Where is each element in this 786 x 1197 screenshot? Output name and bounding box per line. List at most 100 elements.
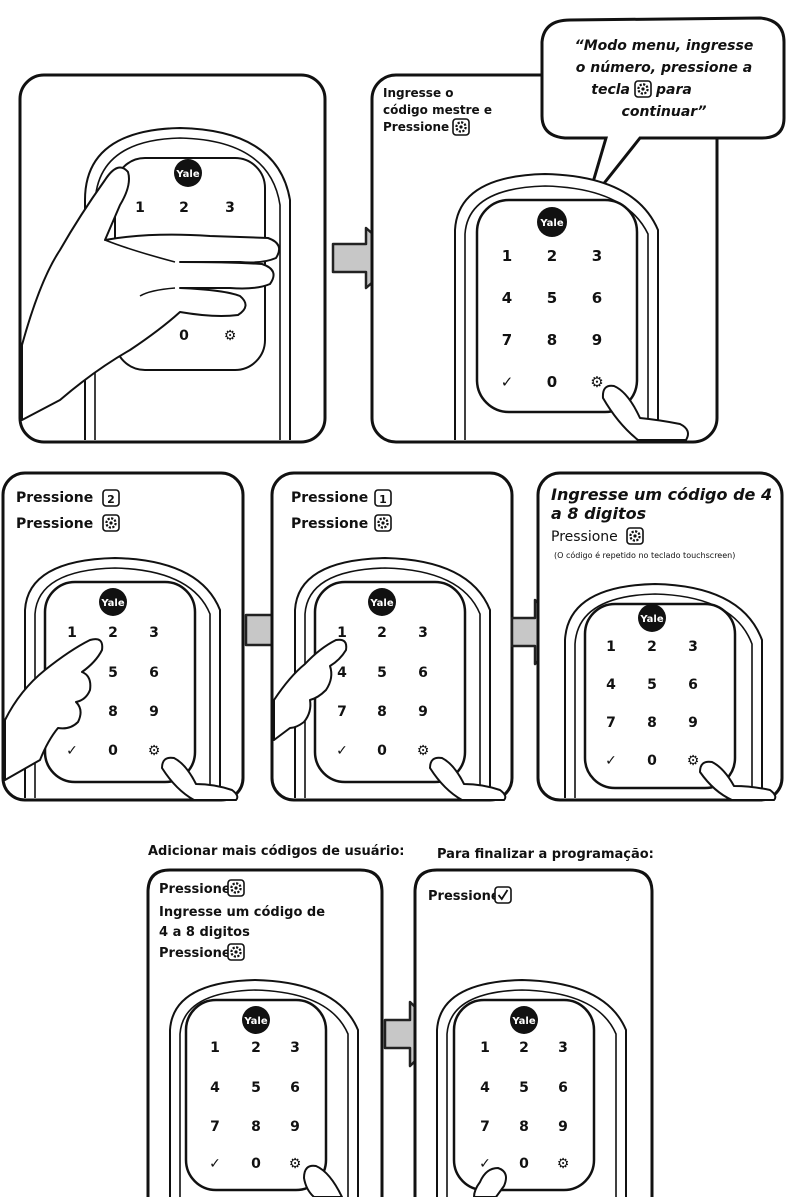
key-5: 5 xyxy=(519,1080,529,1096)
keypad-lock: Yale 1 2 3 4 5 6 7 8 9 ✓ 0 ⚙ xyxy=(454,172,659,440)
panel-6-text-3: 4 a 8 digitos xyxy=(159,925,250,940)
panel-3-text-1: Pressione xyxy=(16,490,93,506)
hand-press xyxy=(4,638,104,781)
key-0: 0 xyxy=(647,753,657,769)
key-9: 9 xyxy=(290,1119,300,1135)
key-6: 6 xyxy=(592,289,602,307)
key-9: 9 xyxy=(558,1119,568,1135)
key-4: 4 xyxy=(210,1080,220,1096)
key-8: 8 xyxy=(547,331,557,349)
panel-6: Pressione Ingresse um código de 4 a 8 di… xyxy=(146,868,384,1197)
keypad-lock: Yale 1 2 3 5 6 8 9 ✓ 0 ⚙ xyxy=(24,556,221,798)
keypad-lock: Yale 1 2 3 4 5 6 7 8 9 ✓ 0 ⚙ xyxy=(564,582,763,798)
key-6: 6 xyxy=(418,665,428,681)
key-settings: ⚙ xyxy=(148,743,161,759)
finger-press xyxy=(601,384,689,441)
key-2: 2 xyxy=(179,200,189,216)
key-3: 3 xyxy=(688,639,698,655)
key-9: 9 xyxy=(418,704,428,720)
key-1: 1 xyxy=(67,625,77,641)
key-check: ✓ xyxy=(336,743,348,759)
key-4: 4 xyxy=(502,289,512,307)
panel-6-text-1: Pressione xyxy=(159,882,231,897)
key-check: ✓ xyxy=(66,743,78,759)
svg-text:2: 2 xyxy=(107,493,115,506)
key-8: 8 xyxy=(108,704,118,720)
gear-icon xyxy=(633,79,653,99)
panel-2: Ingresse o código mestre e Pressione “Mo… xyxy=(370,16,786,444)
key-9: 9 xyxy=(688,715,698,731)
key-2: 2 xyxy=(377,625,387,641)
yale-logo: Yale xyxy=(99,588,127,616)
speech-bubble: “Modo menu, ingresse o número, pressione… xyxy=(540,16,786,207)
keypad-lock: Yale 1 2 3 4 5 6 7 8 9 ✓ 0 ⚙ xyxy=(294,556,491,798)
keypad-lock: Yale 1 2 3 4 5 6 7 8 9 ✓ 0 ⚙ xyxy=(436,978,627,1197)
panel-2-text-2: código mestre e xyxy=(383,103,492,117)
panel-5-text: Pressione xyxy=(551,529,618,545)
panel-3: Pressione 2 Pressione Yale 1 2 3 5 6 8 9… xyxy=(1,471,245,802)
key-1: 1 xyxy=(135,200,145,216)
panel-2-text-1: Ingresse o xyxy=(383,86,454,100)
svg-text:Yale: Yale xyxy=(511,1016,535,1027)
finger-press xyxy=(699,760,777,801)
gear-icon xyxy=(226,878,246,898)
key-2: 2 xyxy=(647,639,657,655)
key-2-icon: 2 xyxy=(102,489,120,507)
key-2: 2 xyxy=(251,1040,261,1056)
gear-icon xyxy=(451,117,471,137)
panel-5-note: (O código é repetido no teclado touchscr… xyxy=(554,550,735,560)
svg-text:Yale: Yale xyxy=(539,218,563,229)
key-2: 2 xyxy=(519,1040,529,1056)
panel-4-text-1: Pressione xyxy=(291,490,368,506)
gear-icon xyxy=(625,526,645,546)
svg-text:Yale: Yale xyxy=(100,598,124,609)
finger-press xyxy=(303,1164,343,1197)
svg-text:para: para xyxy=(655,82,692,98)
key-6: 6 xyxy=(558,1080,568,1096)
key-settings: ⚙ xyxy=(224,328,237,344)
key-1: 1 xyxy=(480,1040,490,1056)
panel-6-text-2: Ingresse um código de xyxy=(159,905,325,920)
key-1: 1 xyxy=(502,247,512,265)
key-2: 2 xyxy=(108,625,118,641)
key-check: ✓ xyxy=(605,753,617,769)
key-8: 8 xyxy=(519,1119,529,1135)
key-settings: ⚙ xyxy=(687,753,700,769)
key-6: 6 xyxy=(290,1080,300,1096)
svg-text:o número, pressione a: o número, pressione a xyxy=(576,60,753,76)
key-3: 3 xyxy=(558,1040,568,1056)
heading-add-codes: Adicionar mais códigos de usuário: xyxy=(148,844,404,859)
key-4: 4 xyxy=(337,665,347,681)
yale-logo: Yale xyxy=(368,588,396,616)
key-8: 8 xyxy=(377,704,387,720)
key-3: 3 xyxy=(290,1040,300,1056)
panel-7: Pressione Yale 1 2 3 4 5 6 7 8 9 ✓ 0 ⚙ xyxy=(413,868,654,1197)
key-7: 7 xyxy=(210,1119,220,1135)
key-0: 0 xyxy=(251,1156,261,1172)
panel-5-title-1: Ingresse um código de 4 xyxy=(551,485,772,504)
finger-press xyxy=(473,1167,507,1197)
heading-finish: Para finalizar a programação: xyxy=(437,847,654,862)
key-7: 7 xyxy=(606,715,616,731)
key-1: 1 xyxy=(606,639,616,655)
key-3: 3 xyxy=(418,625,428,641)
key-9: 9 xyxy=(149,704,159,720)
key-5: 5 xyxy=(547,289,557,307)
hand-palm xyxy=(21,166,281,421)
yale-logo: Yale xyxy=(242,1006,270,1034)
key-0: 0 xyxy=(377,743,387,759)
svg-text:Yale: Yale xyxy=(243,1016,267,1027)
svg-text:continuar”: continuar” xyxy=(622,104,707,120)
key-3: 3 xyxy=(592,247,602,265)
panel-2-text-3: Pressione xyxy=(383,120,449,134)
gear-icon xyxy=(101,513,121,533)
svg-text:tecla: tecla xyxy=(591,82,630,98)
svg-text:1: 1 xyxy=(379,493,387,506)
key-0: 0 xyxy=(179,328,189,344)
yale-logo: Yale xyxy=(638,604,666,632)
gear-icon xyxy=(373,513,393,533)
finger-press xyxy=(161,756,239,801)
key-settings: ⚙ xyxy=(417,743,430,759)
key-check: ✓ xyxy=(479,1156,491,1172)
key-3: 3 xyxy=(225,200,235,216)
